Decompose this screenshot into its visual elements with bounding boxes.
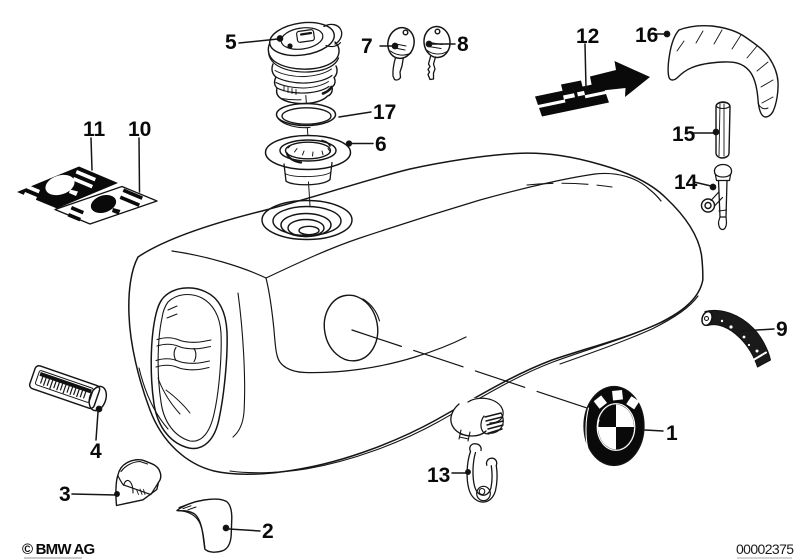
svg-text:1: 1 [666,422,678,445]
svg-text:8: 8 [457,33,469,56]
svg-text:15: 15 [672,123,696,146]
svg-text:4: 4 [90,440,102,463]
svg-text:2: 2 [262,520,274,543]
svg-text:13: 13 [427,464,450,487]
svg-text:9: 9 [776,318,788,341]
svg-text:12: 12 [576,25,599,48]
svg-text:6: 6 [375,133,387,156]
svg-text:10: 10 [128,118,151,141]
svg-text:7: 7 [361,35,373,58]
svg-text:© BMW AG: © BMW AG [22,541,95,558]
svg-text:11: 11 [83,118,106,141]
svg-text:5: 5 [225,31,237,54]
svg-text:3: 3 [59,483,71,506]
svg-text:00002375: 00002375 [736,541,794,557]
svg-text:14: 14 [674,171,698,194]
svg-text:16: 16 [635,24,658,47]
svg-text:17: 17 [373,101,396,124]
